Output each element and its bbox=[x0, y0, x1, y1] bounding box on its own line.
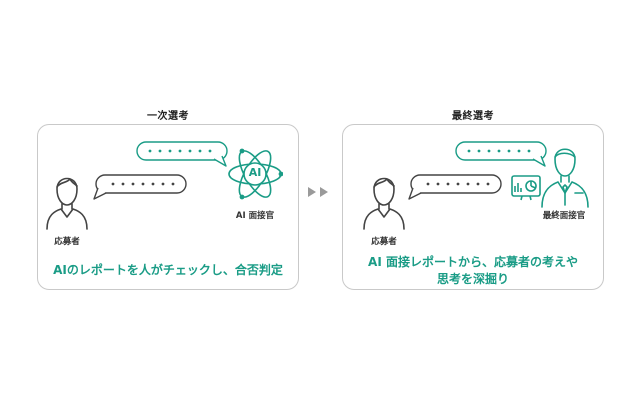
ai-interviewer-label: AI 面接官 bbox=[235, 211, 275, 221]
stage1-panel: 応募者 AI AI 面接官 AIのレポートを人がチェックし、合否判定 bbox=[37, 124, 299, 290]
interviewer-speech-bubble bbox=[455, 141, 547, 167]
next-stage-arrows-icon bbox=[308, 187, 328, 197]
applicant-speech-bubble bbox=[93, 174, 187, 200]
applicant-label: 応募者 bbox=[371, 237, 397, 247]
stage1-title: 一次選考 bbox=[147, 111, 189, 122]
stage2-summary-line1: AI 面接レポートから、応募者の考えや bbox=[368, 255, 578, 269]
report-dashboard-icon bbox=[511, 175, 541, 201]
stage2-panel: 応募者 最終面接官 AI 面接レポートから bbox=[342, 124, 604, 290]
final-interviewer-person-icon bbox=[541, 148, 589, 208]
applicant-person-icon bbox=[363, 177, 405, 230]
applicant-speech-bubble bbox=[408, 174, 502, 200]
final-interviewer-label: 最終面接官 bbox=[542, 211, 586, 221]
stage1-summary: AIのレポートを人がチェックし、合否判定 bbox=[53, 263, 283, 277]
ai-interviewer-atom-icon: AI bbox=[227, 145, 284, 203]
ai-speech-bubble bbox=[136, 141, 228, 167]
ai-badge-text: AI bbox=[248, 166, 262, 179]
stage2-title: 最終選考 bbox=[452, 111, 494, 122]
stage2-summary-line2: 思考を深掘り bbox=[436, 272, 509, 286]
applicant-person-icon bbox=[46, 177, 88, 230]
applicant-label: 応募者 bbox=[54, 237, 80, 247]
